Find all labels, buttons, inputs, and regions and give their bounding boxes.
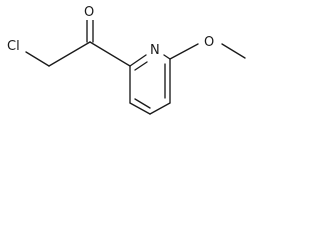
bond-o-methyl	[221, 43, 246, 59]
ring-bond-c4-c3-inner	[134, 98, 151, 109]
ring-bond-c2-n1-inner	[134, 61, 148, 71]
chlorine-atom-label: Cl	[6, 39, 21, 54]
bond-carbonyl-ring	[89, 41, 131, 67]
ring-bond-c5-c4	[149, 102, 171, 115]
ring-bond-c2-n1	[129, 54, 147, 67]
bond-cl-ch2	[25, 51, 50, 67]
bond-drawing	[25, 19, 246, 115]
ring-bond-n1-c6	[163, 54, 171, 60]
chemical-structure-diagram: Cl O N O	[0, 0, 260, 134]
ether-oxygen-label: O	[203, 35, 216, 50]
carbonyl-oxygen-label: O	[83, 5, 96, 20]
bond-ch2-carbonyl	[48, 41, 91, 67]
bond-c6-o-ether	[169, 43, 199, 60]
pyridine-nitrogen-label: N	[149, 43, 161, 58]
ring-bond-c4-c3	[129, 102, 151, 115]
